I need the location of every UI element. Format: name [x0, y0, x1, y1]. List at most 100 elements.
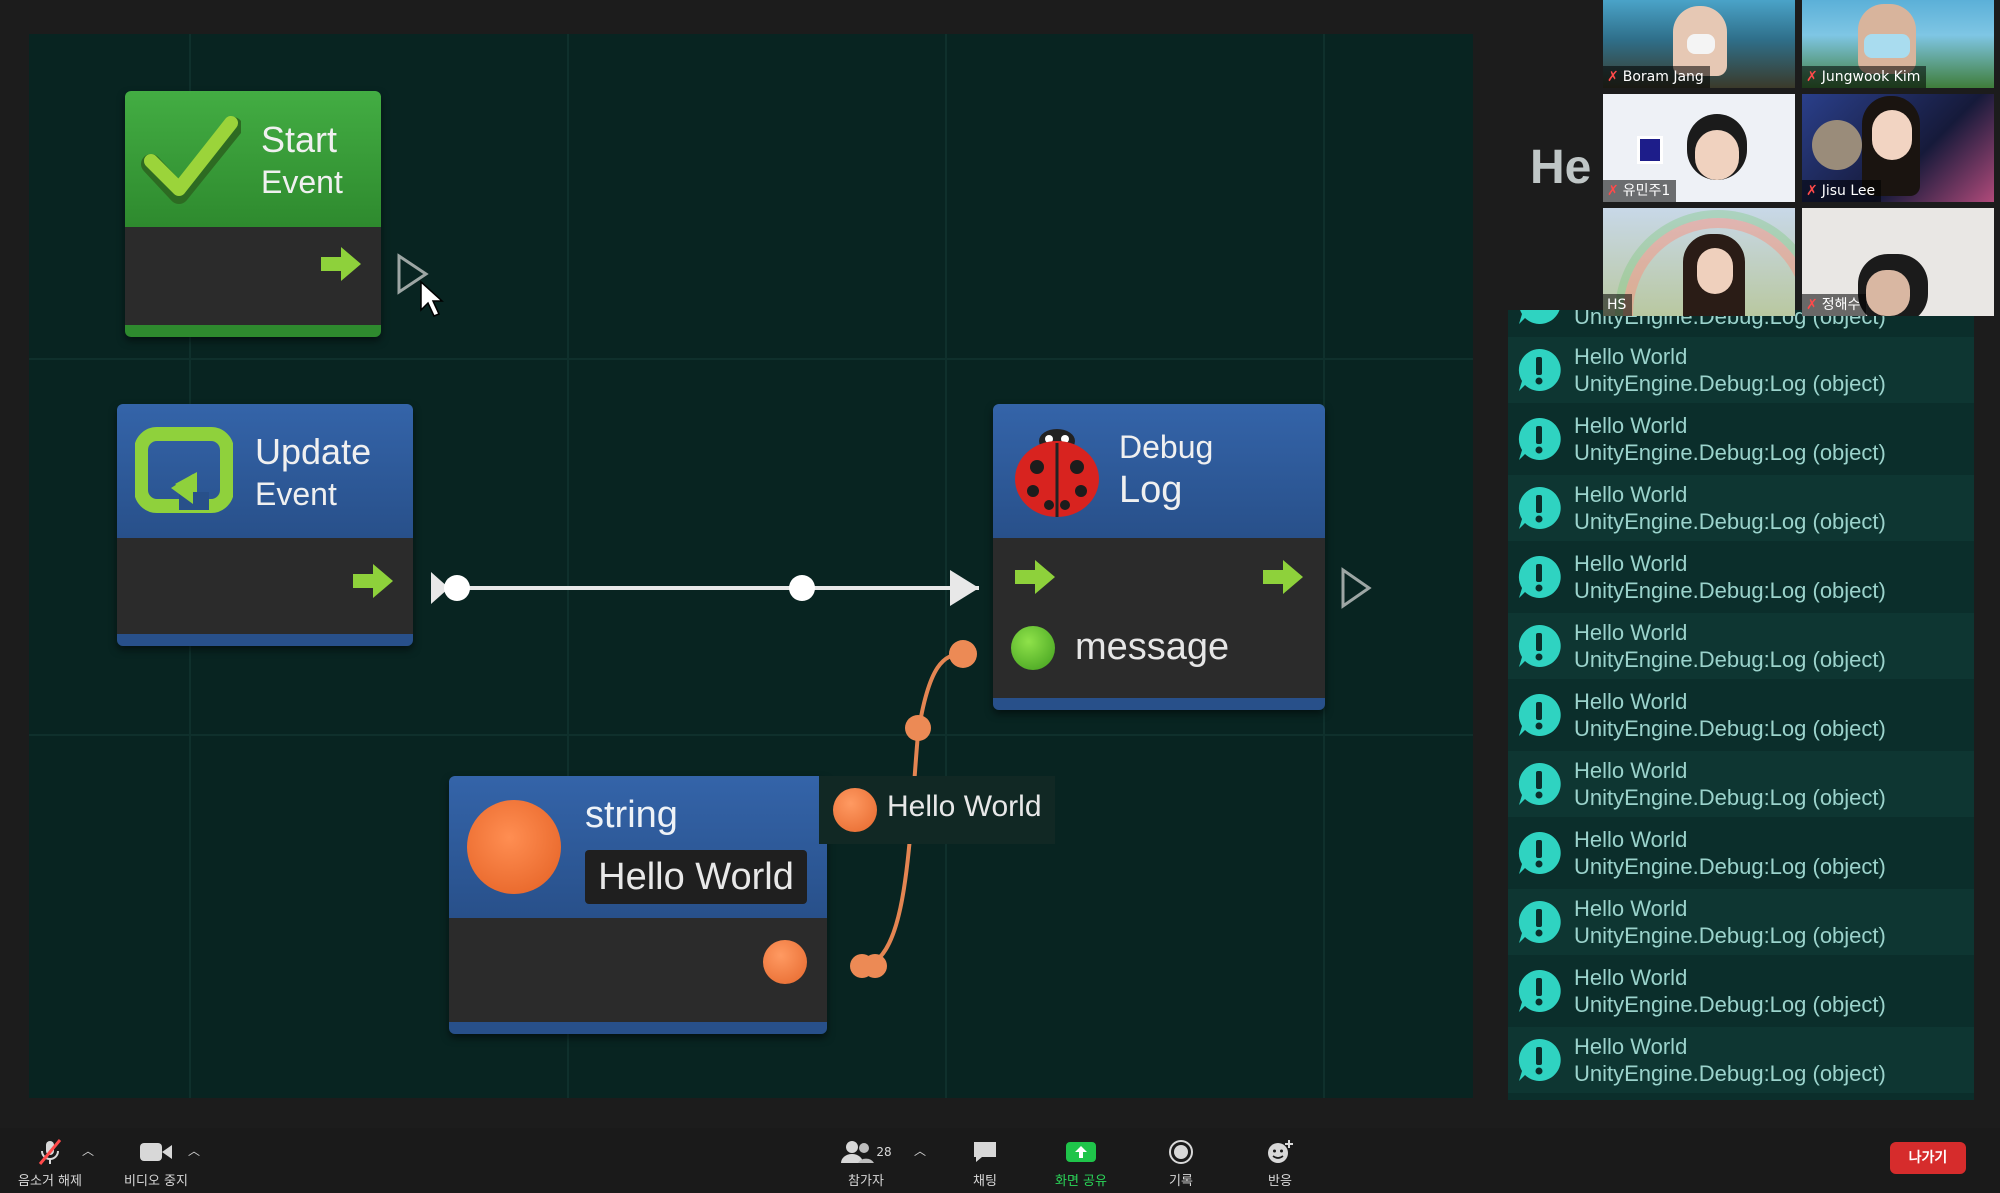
background-image: [1812, 120, 1862, 170]
mic-muted-icon: ✗: [1806, 69, 1818, 85]
console-entry-stack: UnityEngine.Debug:Log (object): [1574, 647, 1886, 672]
audio-options-caret[interactable]: ︿: [82, 1144, 95, 1158]
grid-line: [945, 34, 947, 1098]
message-port[interactable]: [1011, 626, 1055, 670]
console-entry-stack: UnityEngine.Debug:Log (object): [1574, 509, 1886, 534]
console-log-panel[interactable]: UnityEngine.Debug:Log (object) Hello Wor…: [1508, 310, 1974, 1100]
console-entry-message: Hello World: [1574, 1034, 1688, 1059]
participant-name-tag: ✗Boram Jang: [1603, 66, 1710, 88]
participants-label: 참가자: [848, 1174, 884, 1189]
record-button[interactable]: 기록: [1156, 1138, 1206, 1189]
participant-tile[interactable]: ✗Boram Jang: [1603, 0, 1795, 88]
start-event-node[interactable]: Start Event: [125, 91, 381, 337]
scene-text-peek: He: [1530, 141, 1592, 194]
debug-log-node[interactable]: Debug Log message: [993, 404, 1325, 710]
warning-icon: [1518, 969, 1561, 1012]
participant-name-tag: ✗Jisu Lee: [1802, 180, 1882, 202]
warning-icon: [1518, 1038, 1561, 1081]
share-screen-icon: [1066, 1142, 1096, 1162]
emoji-add-icon: [1268, 1140, 1293, 1163]
participant-name-tag: ✗Jungwook Kim: [1802, 66, 1927, 88]
participants-button[interactable]: 28 참가자: [838, 1138, 894, 1189]
string-output-port[interactable]: [763, 940, 807, 984]
participant-name-tag: ✗유민주1: [1603, 180, 1677, 202]
message-port-label: message: [1075, 626, 1230, 668]
warning-icon: [1518, 831, 1561, 874]
participant-name-tag: ✗정해수: [1802, 294, 1867, 316]
start-node-title: Start: [261, 118, 338, 160]
warning-icon: [1518, 900, 1561, 943]
console-entry-stack: UnityEngine.Debug:Log (object): [1574, 578, 1886, 603]
console-entry-stack: UnityEngine.Debug:Log (object): [1574, 854, 1886, 879]
participant-tile[interactable]: ✗유민주1: [1603, 94, 1795, 202]
graph-canvas[interactable]: Start Event Update Event: [29, 34, 1473, 1098]
value-knot: [905, 715, 931, 741]
flow-knot: [444, 575, 470, 601]
chat-label: 채팅: [973, 1174, 997, 1189]
background-frame: [1637, 136, 1663, 164]
warning-icon: [1519, 310, 1560, 324]
start-node-body: [125, 227, 381, 325]
participant-face: [1697, 248, 1733, 294]
flow-in-arrow-icon[interactable]: [1015, 560, 1055, 594]
unmute-label: 음소거 해제: [18, 1174, 82, 1189]
participant-tile[interactable]: ✗Jisu Lee: [1802, 94, 1994, 202]
video-camera-icon: [140, 1143, 172, 1161]
warning-icon: [1518, 762, 1561, 805]
participant-tile[interactable]: ✗Jungwook Kim: [1802, 0, 1994, 88]
participants-options-caret[interactable]: ︿: [914, 1144, 927, 1158]
value-connection: [861, 652, 964, 968]
string-literal-node[interactable]: string Hello World: [449, 776, 827, 1034]
stop-video-button[interactable]: 비디오 중지: [118, 1138, 194, 1189]
warning-icon: [1518, 555, 1561, 598]
string-value-field[interactable]: Hello World: [585, 850, 807, 904]
console-entry-stack: UnityEngine.Debug:Log (object): [1574, 992, 1886, 1017]
update-node-subtitle: Event: [255, 475, 337, 512]
participant-face: [1695, 130, 1739, 180]
flow-out-arrow-icon[interactable]: [1263, 560, 1303, 594]
console-entry-message: Hello World: [1574, 965, 1688, 990]
warning-icon: [1518, 624, 1561, 667]
flow-out-arrow: [431, 572, 449, 604]
face-mask: [1687, 34, 1715, 54]
leave-meeting-button[interactable]: 나가기: [1890, 1142, 1966, 1174]
flow-arrow-icon: [321, 247, 361, 281]
warning-icon: [1518, 486, 1561, 529]
update-node-header: Update Event: [117, 404, 413, 538]
reactions-button[interactable]: 반응: [1255, 1138, 1305, 1189]
share-screen-button[interactable]: 화면 공유: [1046, 1138, 1116, 1189]
start-node-footer: [125, 325, 381, 337]
start-output-port: [397, 253, 429, 295]
connections: [397, 253, 1372, 978]
grid-line: [29, 734, 1473, 736]
record-label: 기록: [1169, 1174, 1193, 1189]
update-event-node[interactable]: Update Event: [117, 404, 413, 646]
update-node-footer: [117, 634, 413, 646]
participant-face: [1872, 110, 1912, 160]
flow-in-arrow: [950, 570, 979, 606]
console-entry-stack: UnityEngine.Debug:Log (object): [1574, 1061, 1886, 1086]
debug-output-port: [1341, 567, 1372, 609]
participant-tile[interactable]: HS: [1603, 208, 1795, 316]
debug-node-header: Debug Log: [993, 404, 1325, 538]
video-options-caret[interactable]: ︿: [188, 1144, 201, 1158]
console-entry-stack: UnityEngine.Debug:Log (object): [1574, 785, 1886, 810]
console-entry-message: Hello World: [1574, 551, 1688, 576]
meeting-toolbar: 음소거 해제 ︿ 비디오 중지 ︿ 28 참가자 ︿: [0, 1128, 2000, 1193]
participant-tile[interactable]: ✗정해수: [1802, 208, 1994, 316]
unmute-button[interactable]: 음소거 해제: [12, 1138, 88, 1189]
console-entry-message: Hello World: [1574, 896, 1688, 921]
chat-button[interactable]: 채팅: [960, 1138, 1010, 1189]
mic-muted-icon: ✗: [1607, 69, 1619, 85]
